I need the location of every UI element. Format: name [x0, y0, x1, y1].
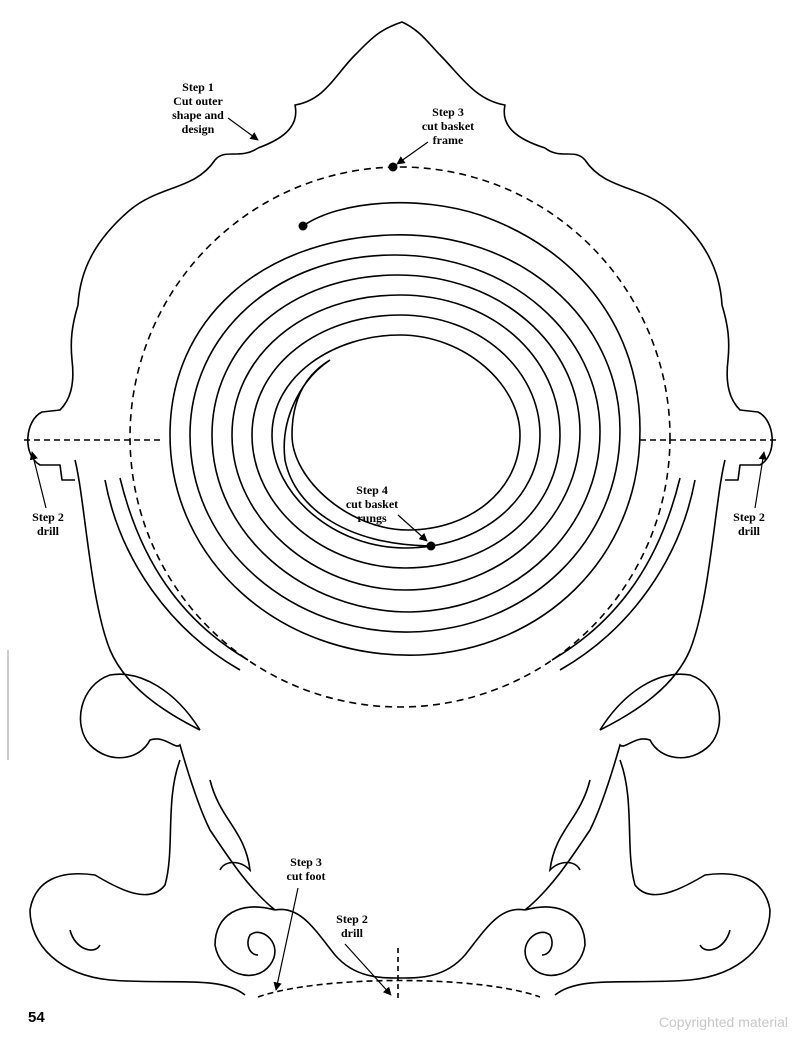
svg-text:Step 3: Step 3: [290, 855, 322, 869]
foot-outline: [257, 908, 541, 1000]
svg-text:Step 1: Step 1: [182, 80, 214, 94]
svg-text:Step 2: Step 2: [733, 510, 765, 524]
spiral-start-dot: [298, 221, 308, 231]
svg-text:design: design: [182, 122, 215, 136]
label-step2-left: Step 2 drill: [29, 451, 64, 538]
svg-text:cut basket: cut basket: [422, 119, 474, 133]
svg-text:cut basket: cut basket: [346, 497, 398, 511]
svg-text:frame: frame: [433, 133, 464, 147]
svg-text:Step 4: Step 4: [356, 483, 388, 497]
svg-text:drill: drill: [37, 524, 60, 538]
label-step3-foot: Step 3 cut foot: [273, 855, 326, 991]
spiral-end-dot: [426, 541, 436, 551]
label-step3-frame: Step 3 cut basket frame: [396, 105, 474, 165]
outer-shape-outline: [27, 21, 773, 731]
svg-text:Step 2: Step 2: [336, 912, 368, 926]
label-step2-right: Step 2 drill: [733, 451, 767, 538]
page-number: 54: [28, 1009, 45, 1026]
svg-text:rungs: rungs: [357, 511, 387, 525]
svg-text:Step 2: Step 2: [32, 510, 64, 524]
label-step1: Step 1 Cut outer shape and design: [172, 80, 259, 141]
svg-text:cut foot: cut foot: [287, 869, 326, 883]
copyright-watermark: Copyrighted material: [658, 1014, 788, 1030]
frame-start-dot: [388, 162, 398, 172]
basket-frame-cut: [129, 166, 671, 708]
frame-side-cuts: [104, 477, 696, 671]
svg-text:shape and: shape and: [172, 108, 224, 122]
left-leg-outline: [29, 673, 276, 996]
svg-text:Cut outer: Cut outer: [173, 94, 223, 108]
svg-text:drill: drill: [738, 524, 761, 538]
basket-rungs-spiral: [169, 201, 641, 656]
svg-text:drill: drill: [341, 926, 364, 940]
svg-text:Step 3: Step 3: [432, 105, 464, 119]
label-step4: Step 4 cut basket rungs: [346, 483, 428, 542]
label-step2-bottom: Step 2 drill: [336, 912, 392, 996]
right-leg-outline: [524, 673, 771, 996]
